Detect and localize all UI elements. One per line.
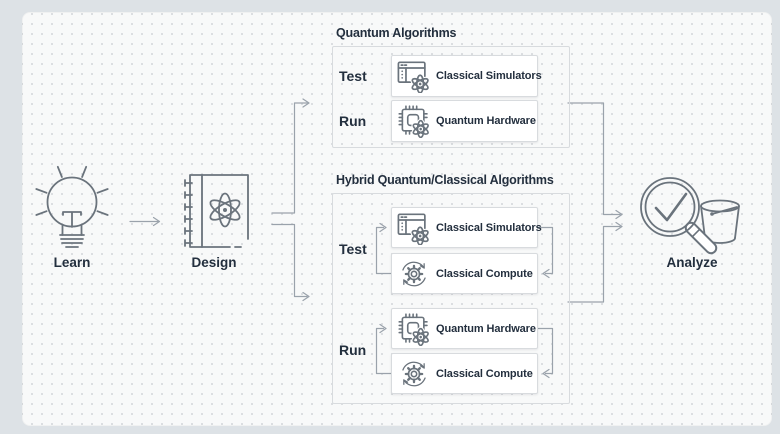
- row-label-hybrid-test: Test: [339, 241, 367, 257]
- row-label-hybrid-run: Run: [339, 342, 367, 358]
- row-label-quantum-run: Run: [339, 113, 367, 129]
- atom-glyph: [410, 224, 430, 245]
- classical-simulators-icon: [397, 212, 430, 245]
- section-box-quantum: [332, 46, 570, 148]
- resource-label: Quantum Hardware: [436, 115, 536, 127]
- notebook-atom-icon: [184, 174, 249, 248]
- atom-glyph: [209, 192, 241, 228]
- atom-glyph: [411, 326, 430, 346]
- resource-label: Classical Simulators: [436, 221, 542, 234]
- atom-glyph: [410, 73, 430, 93]
- resource-box-classical-compute: Classical Compute: [391, 253, 538, 294]
- stage-label-learn: Learn: [53, 255, 91, 270]
- resource-box-quantum-hardware: Quantum Hardware: [391, 100, 538, 142]
- classical-compute-icon: [402, 261, 426, 286]
- row-label-quantum-test: Test: [339, 68, 367, 84]
- classical-simulators-icon: [397, 61, 430, 93]
- section-box-hybrid: [332, 193, 570, 404]
- resource-box-quantum-hardware: Quantum Hardware: [391, 308, 538, 349]
- quantum-hardware-icon: [398, 312, 430, 346]
- stage-label-analyze: Analyze: [666, 255, 718, 270]
- section-title-quantum: Quantum Algorithms: [336, 26, 457, 40]
- atom-glyph: [411, 118, 430, 138]
- resource-label: Quantum Hardware: [436, 322, 536, 335]
- stage-label-design: Design: [191, 255, 237, 270]
- lightbulb-icon: [35, 165, 109, 248]
- resource-label: Classical Compute: [436, 267, 533, 280]
- magnifier-check-bucket-icon: [640, 177, 740, 255]
- classical-compute-icon: [402, 361, 426, 386]
- resource-box-classical-compute: Classical Compute: [391, 353, 538, 394]
- resource-box-classical-simulators: Classical Simulators: [391, 207, 542, 248]
- resource-label: Classical Simulators: [436, 70, 542, 82]
- resource-label: Classical Compute: [436, 367, 533, 380]
- magnifier-glyph: [640, 177, 718, 255]
- quantum-hardware-icon: [398, 105, 430, 138]
- section-title-hybrid: Hybrid Quantum/Classical Algorithms: [336, 173, 554, 187]
- resource-box-classical-simulators: Classical Simulators: [391, 55, 542, 97]
